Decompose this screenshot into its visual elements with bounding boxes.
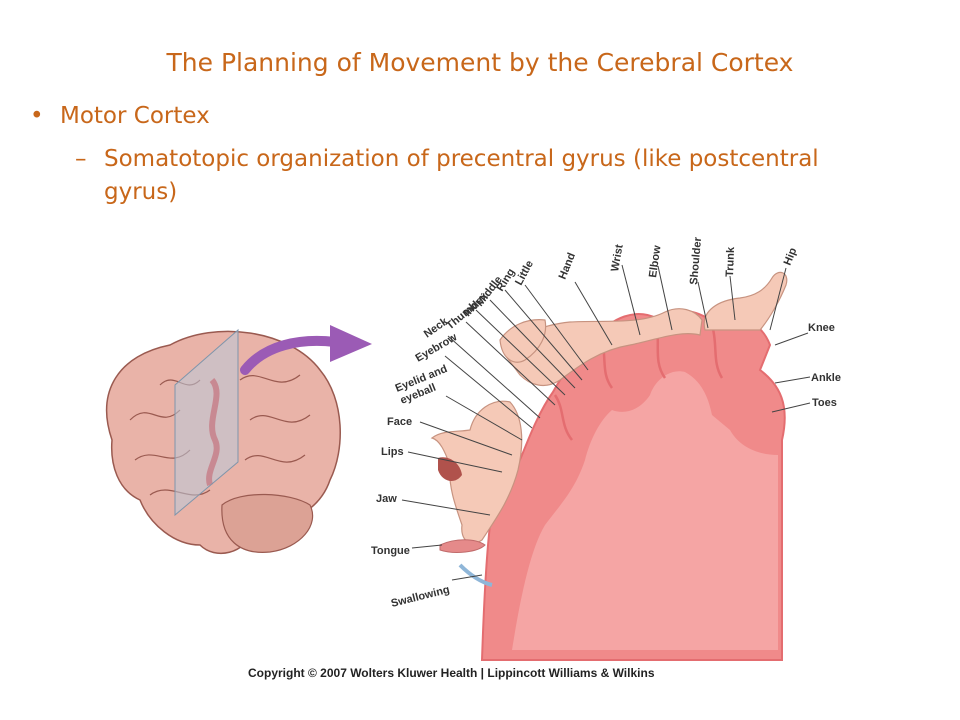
slide-title: The Planning of Movement by the Cerebral… <box>166 48 794 77</box>
homunculus-leg <box>703 271 788 331</box>
cortex-white-matter <box>512 371 778 650</box>
cortex-sulci <box>553 319 724 441</box>
brain-illustration <box>105 328 341 555</box>
copyright-notice: Copyright © 2007 Wolters Kluwer Health |… <box>248 666 655 680</box>
homunculus-hand <box>499 319 547 363</box>
label-trunk: Trunk <box>724 246 737 277</box>
cortex-section <box>480 310 786 661</box>
label-thumb: Thumb <box>444 299 480 332</box>
sub-bullet: – Somatotopic organization of precentral… <box>75 143 835 209</box>
label-lips: Lips <box>381 446 404 458</box>
label-tongue: Tongue <box>371 545 410 557</box>
bullet-text: Motor Cortex <box>60 103 210 129</box>
bullet-marker: • <box>30 103 44 129</box>
label-elbow: Elbow <box>647 244 663 278</box>
brain-cerebellum <box>221 493 314 553</box>
homunculus-tongue <box>439 539 486 553</box>
label-wrist: Wrist <box>609 243 626 272</box>
leader-lines <box>401 264 811 581</box>
label-face: Face <box>387 416 412 428</box>
brain-gyri <box>129 374 311 496</box>
homunculus-mouth <box>438 457 462 482</box>
label-eyebrow: Eyebrow <box>414 331 460 365</box>
sub-bullet-marker: – <box>75 146 87 172</box>
label-ankle: Ankle <box>811 372 841 384</box>
label-shoulder: Shoulder <box>688 236 704 285</box>
homunculus-throat <box>458 563 493 587</box>
sub-bullet-text: Somatotopic organization of precentral g… <box>104 146 819 205</box>
label-hand: Hand <box>557 251 578 281</box>
label-toes: Toes <box>812 397 837 409</box>
label-jaw: Jaw <box>376 493 397 505</box>
bullet-motor-cortex: • Motor Cortex <box>30 103 210 129</box>
section-plane <box>174 328 239 517</box>
label-swallowing: Swallowing <box>390 584 451 610</box>
curved-arrow <box>240 325 372 375</box>
label-hip: Hip <box>782 246 800 267</box>
arrow-head <box>330 325 372 362</box>
label-knee: Knee <box>808 322 835 334</box>
